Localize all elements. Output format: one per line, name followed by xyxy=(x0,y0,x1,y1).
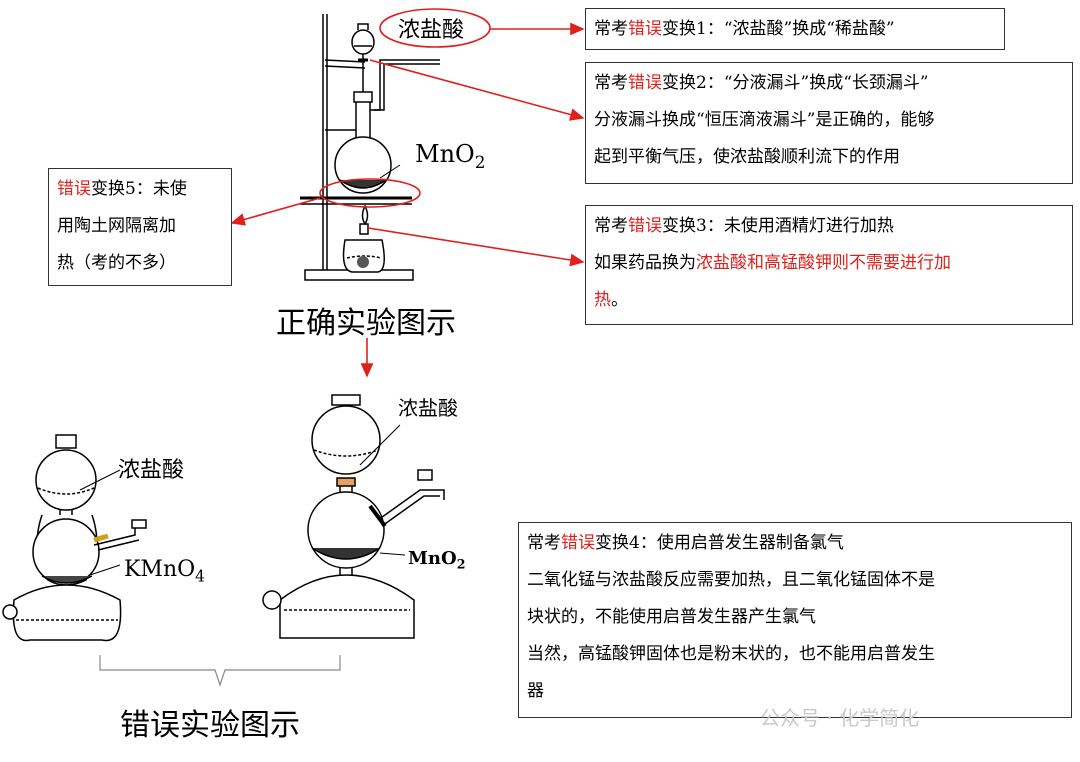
label-mno2-top: MnO2 xyxy=(415,140,486,172)
note-box-2: 常考错误变换2：“分液漏斗”换成“长颈漏斗” 分液漏斗换成“恒压滴液漏斗”是正确… xyxy=(585,62,1073,184)
note-box-4: 常考错误变换4：使用启普发生器制备氯气 二氧化锰与浓盐酸反应需要加热，且二氧化锰… xyxy=(518,522,1072,718)
bottom-brace xyxy=(99,655,341,687)
arrow-box5 xyxy=(230,197,321,226)
arrow-box2 xyxy=(369,59,585,121)
label-conc-hcl-top: 浓盐酸 xyxy=(398,18,465,43)
hcl-highlight-ellipse xyxy=(379,8,491,48)
label-conc-hcl-right: 浓盐酸 xyxy=(398,396,458,420)
arrow-box3 xyxy=(367,227,585,267)
ring-highlight-ellipse xyxy=(319,178,421,208)
label-kmno4: KMnO4 xyxy=(124,557,205,586)
kipp-generator-right xyxy=(262,394,445,639)
caption-correct: 正确实验图示 xyxy=(276,306,456,341)
note-box-5: 错误变换5：未使 用陶土网隔离加 热（考的不多） xyxy=(48,168,232,286)
note-box-1: 常考错误变换1：“浓盐酸”换成“稀盐酸” xyxy=(585,8,1005,50)
note-box-3: 常考错误变换3：未使用酒精灯进行加热 如果药品换为浓盐酸和高锰酸钾则不需要进行加… xyxy=(585,205,1073,325)
kipp-generator-left xyxy=(2,434,147,642)
correct-apparatus xyxy=(300,14,440,281)
label-conc-hcl-left: 浓盐酸 xyxy=(118,458,185,483)
caption-wrong: 错误实验图示 xyxy=(120,708,300,743)
label-mno2-right: MnO2 xyxy=(408,548,466,572)
watermark: 公众号 · 化学简化 xyxy=(760,706,920,730)
